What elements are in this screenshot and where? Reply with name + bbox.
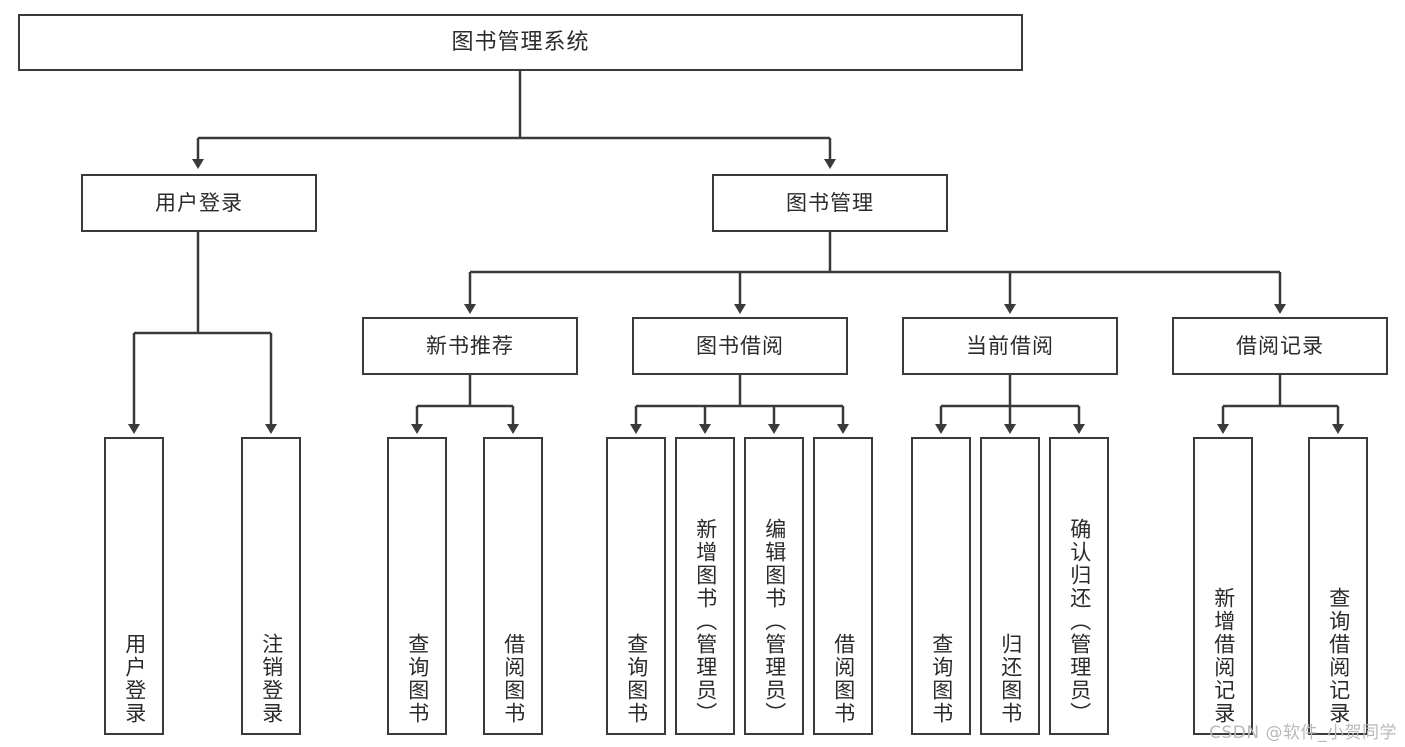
leaf-user-login[interactable]: 用户登录 [104, 437, 164, 735]
leaf-query-book-borrow[interactable]: 查询图书 [606, 437, 666, 735]
leaf-label: 新增图书（管理员） [693, 518, 718, 725]
leaf-label: 查询图书 [624, 633, 649, 725]
leaf-return-book[interactable]: 归还图书 [980, 437, 1040, 735]
leaf-label: 新增借阅记录 [1211, 587, 1236, 725]
node-new-book-recommend[interactable]: 新书推荐 [362, 317, 578, 375]
node-label: 新书推荐 [426, 333, 514, 358]
node-root-book-management-system[interactable]: 图书管理系统 [18, 14, 1023, 71]
node-label: 图书借阅 [696, 333, 784, 358]
node-borrow-record[interactable]: 借阅记录 [1172, 317, 1388, 375]
leaf-label: 归还图书 [998, 633, 1023, 725]
node-label: 图书管理 [786, 190, 874, 215]
node-label: 借阅记录 [1236, 333, 1324, 358]
leaf-confirm-return-admin[interactable]: 确认归还（管理员） [1049, 437, 1109, 735]
leaf-add-borrow-record[interactable]: 新增借阅记录 [1193, 437, 1253, 735]
node-label: 图书管理系统 [451, 29, 590, 55]
leaf-label: 确认归还（管理员） [1067, 518, 1092, 725]
leaf-query-book-recommend[interactable]: 查询图书 [387, 437, 447, 735]
leaf-label: 借阅图书 [501, 633, 526, 725]
leaf-query-book-current[interactable]: 查询图书 [911, 437, 971, 735]
leaf-borrow-book-recommend[interactable]: 借阅图书 [483, 437, 543, 735]
leaf-borrow-book[interactable]: 借阅图书 [813, 437, 873, 735]
leaf-label: 查询借阅记录 [1326, 587, 1351, 725]
leaf-edit-book-admin[interactable]: 编辑图书（管理员） [744, 437, 804, 735]
leaf-label: 编辑图书（管理员） [762, 518, 787, 725]
node-current-borrow[interactable]: 当前借阅 [902, 317, 1118, 375]
leaf-add-book-admin[interactable]: 新增图书（管理员） [675, 437, 735, 735]
node-book-borrow[interactable]: 图书借阅 [632, 317, 848, 375]
leaf-label: 用户登录 [122, 633, 147, 725]
leaf-logout[interactable]: 注销登录 [241, 437, 301, 735]
leaf-label: 借阅图书 [831, 633, 856, 725]
node-user-login[interactable]: 用户登录 [81, 174, 317, 232]
leaf-label: 查询图书 [929, 633, 954, 725]
leaf-label: 注销登录 [259, 633, 284, 725]
leaf-label: 查询图书 [405, 633, 430, 725]
leaf-query-borrow-record[interactable]: 查询借阅记录 [1308, 437, 1368, 735]
node-label: 用户登录 [155, 190, 243, 215]
node-book-management[interactable]: 图书管理 [712, 174, 948, 232]
node-label: 当前借阅 [966, 333, 1054, 358]
csdn-watermark: CSDN @软件_小贺同学 [1209, 723, 1397, 743]
